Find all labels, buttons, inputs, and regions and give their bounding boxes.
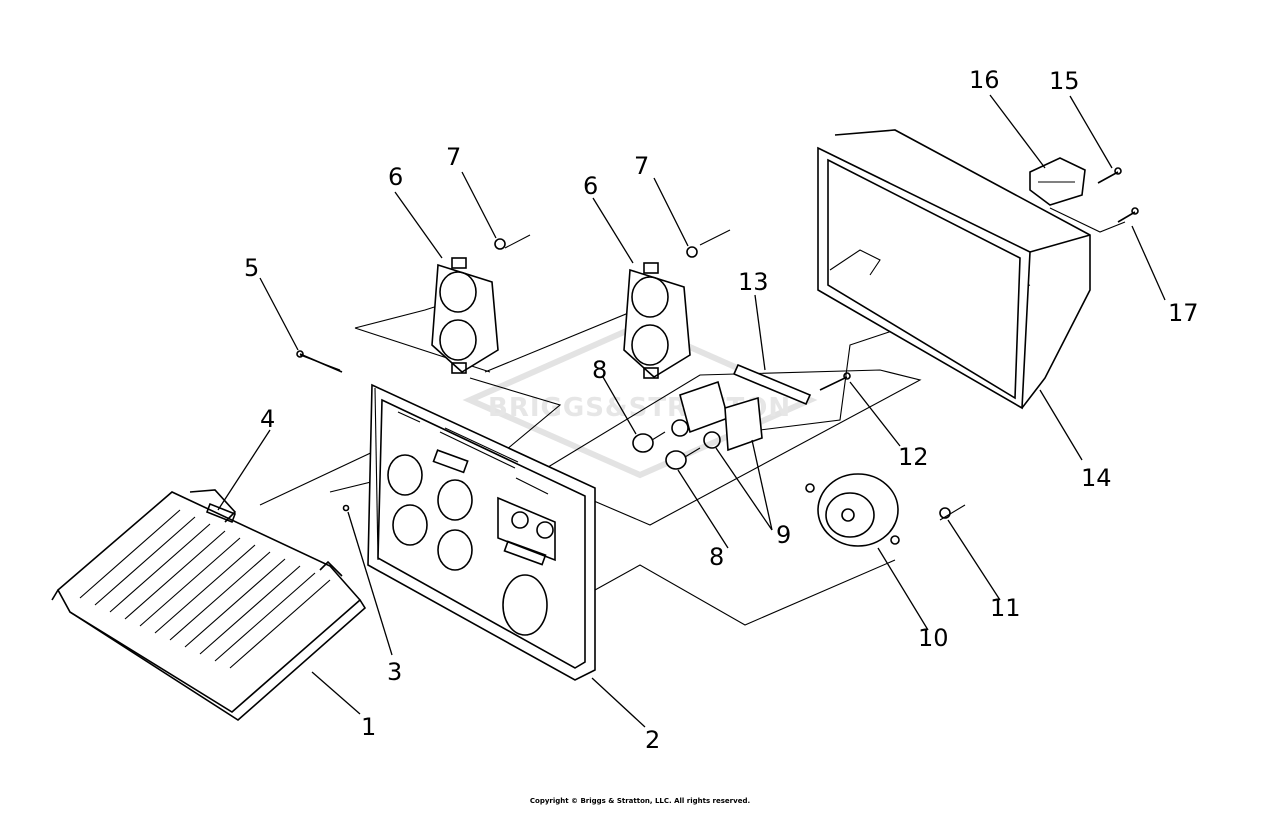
callout-8-upper: 8 [592, 356, 607, 384]
callout-7-right: 7 [634, 152, 649, 180]
callout-11: 11 [990, 594, 1021, 622]
part-1-cover [51, 489, 367, 721]
part-13-bracket-bar [732, 363, 812, 406]
callout-15: 15 [1049, 67, 1080, 95]
callout-12: 12 [898, 443, 929, 471]
copyright-notice: Copyright © Briggs & Stratton, LLC. All … [529, 797, 751, 805]
part-6-outlet-left [431, 257, 499, 374]
part-16-terminal-block [1029, 157, 1086, 206]
part-14-housing [817, 129, 1091, 410]
part-17-screw [1117, 207, 1139, 223]
callout-8-lower: 8 [709, 543, 724, 571]
callout-10: 10 [918, 624, 949, 652]
callout-17: 17 [1168, 299, 1199, 327]
part-11-nut [939, 507, 951, 519]
callout-labels: 1 2 3 4 5 6 7 6 7 8 8 9 10 11 12 13 14 1… [244, 66, 1199, 754]
callout-6-left: 6 [388, 163, 403, 191]
part-8-lamp-upper [632, 431, 666, 453]
callout-5: 5 [244, 254, 259, 282]
callout-3: 3 [387, 658, 402, 686]
part-6-outlet-right [623, 262, 691, 379]
callout-1: 1 [361, 713, 376, 741]
callout-9: 9 [776, 521, 791, 549]
callout-16: 16 [969, 66, 1000, 94]
part-12-screw [819, 372, 851, 391]
part-5-screw [296, 350, 343, 373]
callout-4: 4 [260, 405, 275, 433]
part-10-twist-lock-receptacle [805, 473, 900, 547]
callout-13: 13 [738, 268, 769, 296]
part-9-breakers [671, 380, 763, 452]
part-2-control-panel [367, 383, 596, 681]
part-4-hinge-pin [205, 502, 237, 524]
callout-2: 2 [645, 726, 660, 754]
leader-lines [217, 94, 1166, 728]
part-15-screw [1097, 167, 1122, 184]
part-8-lamp-lower [665, 447, 701, 470]
part-3-screw [342, 504, 350, 512]
part-7-nut-left [494, 238, 506, 250]
callout-14: 14 [1081, 464, 1112, 492]
callout-6-right: 6 [583, 172, 598, 200]
part-7-nut-right [686, 246, 698, 258]
callout-7-left: 7 [446, 143, 461, 171]
